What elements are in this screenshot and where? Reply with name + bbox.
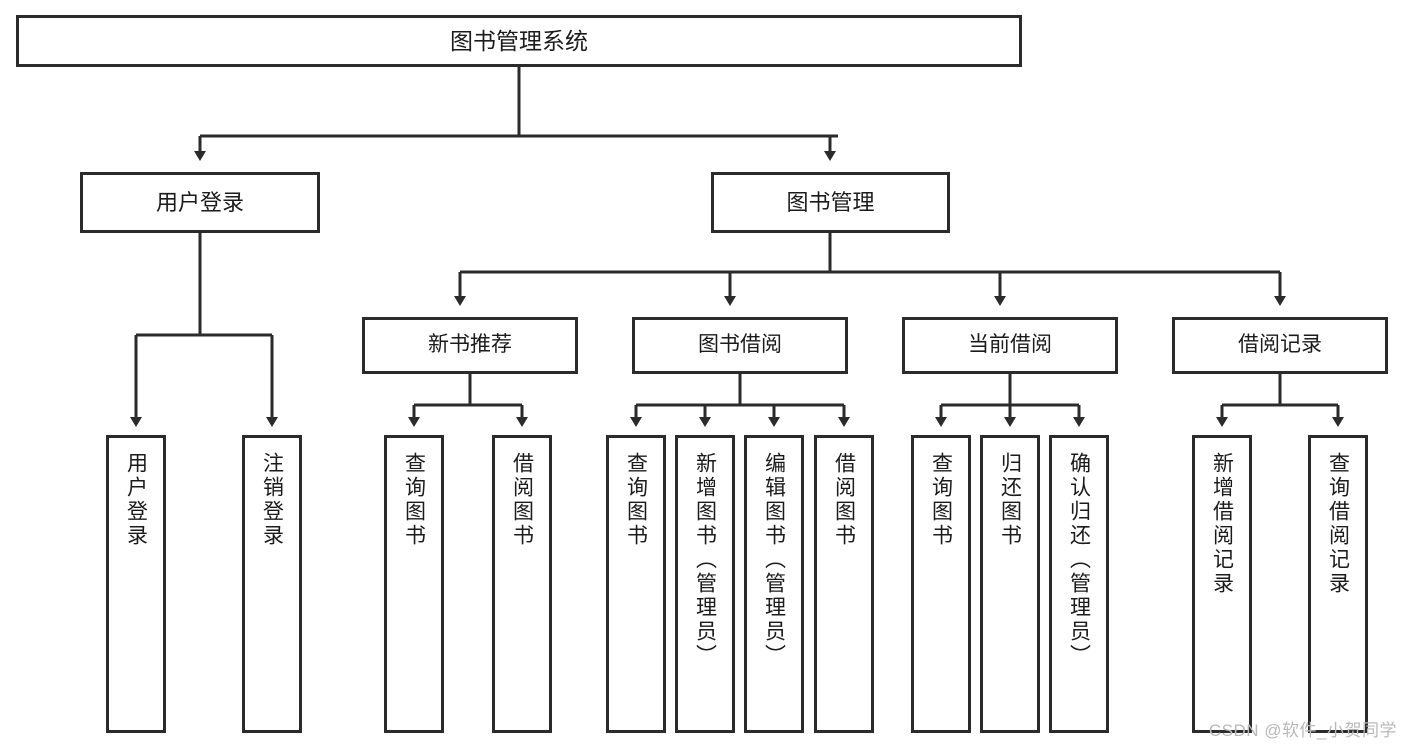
leaf-logout[interactable]: 注销登录: [242, 435, 302, 733]
leaf-br-query-record[interactable]: 查询借阅记录: [1308, 435, 1368, 733]
leaf-bb-query-book[interactable]: 查询图书: [606, 435, 666, 733]
leaf-nb-query-book-label: 查询图书: [402, 452, 426, 548]
leaf-user-login-label: 用户登录: [124, 452, 148, 548]
leaf-logout-label: 注销登录: [260, 452, 284, 548]
leaf-cb-return-book[interactable]: 归还图书: [980, 435, 1040, 733]
node-book-manage-label: 图书管理: [786, 189, 875, 215]
node-root-label: 图书管理系统: [450, 27, 588, 54]
leaf-bb-query-book-label: 查询图书: [624, 452, 648, 548]
leaf-bb-borrow-book-label: 借阅图书: [832, 452, 856, 548]
watermark: CSDN @软件_小贺同学: [1208, 721, 1397, 740]
node-book-borrow[interactable]: 图书借阅: [632, 317, 848, 374]
node-current-borrow[interactable]: 当前借阅: [902, 317, 1118, 374]
node-book-manage[interactable]: 图书管理: [711, 172, 950, 233]
leaf-br-query-record-label: 查询借阅记录: [1326, 452, 1350, 596]
leaf-bb-add-book-admin[interactable]: 新增图书（管理员）: [675, 435, 735, 733]
leaf-cb-query-book-label: 查询图书: [929, 452, 953, 548]
leaf-br-add-record-label: 新增借阅记录: [1210, 452, 1234, 596]
leaf-bb-add-book-admin-label: 新增图书（管理员）: [693, 452, 717, 668]
leaf-cb-confirm-return-admin-label: 确认归还（管理员）: [1067, 452, 1091, 668]
node-borrow-record-label: 借阅记录: [1238, 333, 1322, 357]
leaf-bb-borrow-book[interactable]: 借阅图书: [814, 435, 874, 733]
leaf-cb-return-book-label: 归还图书: [998, 452, 1022, 548]
leaf-cb-confirm-return-admin[interactable]: 确认归还（管理员）: [1049, 435, 1109, 733]
node-new-book-recommend-label: 新书推荐: [428, 333, 512, 357]
node-user-login-label: 用户登录: [155, 189, 244, 215]
node-current-borrow-label: 当前借阅: [968, 333, 1052, 357]
node-new-book-recommend[interactable]: 新书推荐: [362, 317, 578, 374]
node-user-login[interactable]: 用户登录: [80, 172, 320, 233]
leaf-nb-query-book[interactable]: 查询图书: [384, 435, 444, 733]
leaf-nb-borrow-book-label: 借阅图书: [510, 452, 534, 548]
leaf-user-login[interactable]: 用户登录: [106, 435, 166, 733]
leaf-nb-borrow-book[interactable]: 借阅图书: [492, 435, 552, 733]
leaf-bb-edit-book-admin[interactable]: 编辑图书（管理员）: [744, 435, 804, 733]
leaf-br-add-record[interactable]: 新增借阅记录: [1192, 435, 1252, 733]
leaf-bb-edit-book-admin-label: 编辑图书（管理员）: [762, 452, 786, 668]
node-borrow-record[interactable]: 借阅记录: [1172, 317, 1388, 374]
node-root[interactable]: 图书管理系统: [16, 15, 1022, 67]
leaf-cb-query-book[interactable]: 查询图书: [911, 435, 971, 733]
node-book-borrow-label: 图书借阅: [698, 333, 782, 357]
